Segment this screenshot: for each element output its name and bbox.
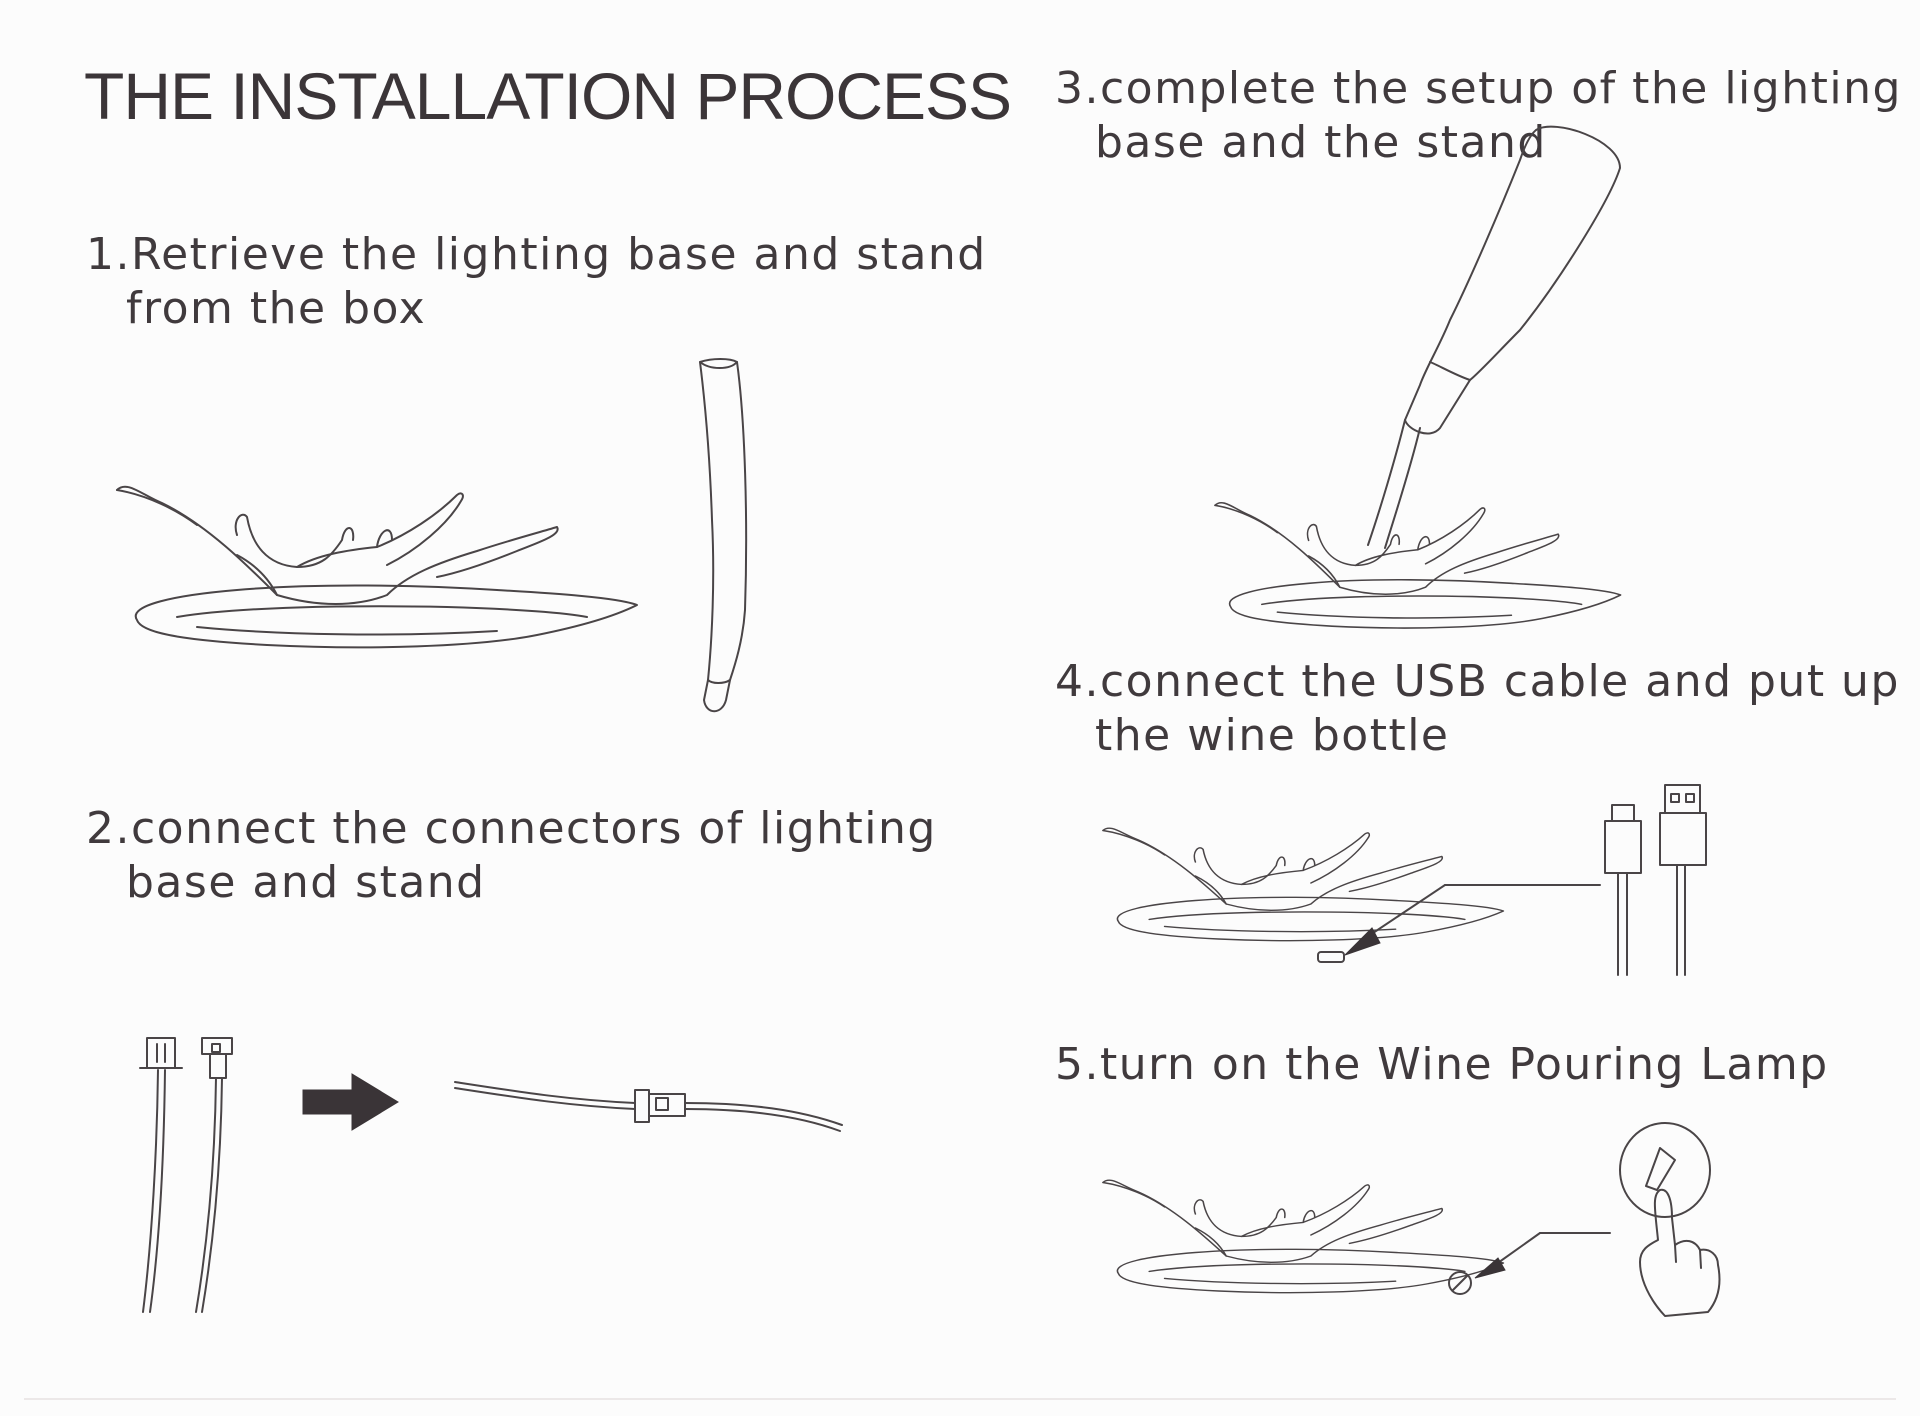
wine-splash-base-icon: [1102, 1179, 1505, 1294]
step-5: 5.turn on the Wine Pouring Lamp: [1055, 1038, 1829, 1092]
step-number: 5.: [1055, 1039, 1100, 1090]
step-4: 4.connect the USB cable and put up the w…: [1055, 655, 1900, 763]
joined-cable-icon: [454, 1081, 843, 1132]
wine-bottle-icon: [1367, 125, 1621, 549]
wine-splash-base-icon: [1214, 501, 1622, 629]
step-number: 4.: [1055, 656, 1100, 707]
step-text: connect the connectors of lighting: [130, 803, 937, 854]
step-1: 1.Retrieve the lighting base and stand f…: [86, 228, 987, 336]
step-2: 2.connect the connectors of lighting bas…: [86, 802, 937, 910]
right-arrow-icon: [302, 1073, 399, 1131]
wine-splash-base-icon: [116, 485, 638, 649]
step-text-continued: base and stand: [126, 857, 486, 908]
pressing-hand-icon: [1448, 1122, 1721, 1317]
step-number: 2.: [86, 803, 131, 854]
step-text-continued: from the box: [126, 283, 427, 334]
wine-splash-base-icon: [1102, 827, 1505, 942]
connector-pair-icon: [139, 1037, 233, 1313]
stand-rod-icon: [699, 358, 748, 713]
step-number: 1.: [86, 229, 131, 280]
step-number: 3.: [1055, 63, 1100, 114]
step-3: 3.complete the setup of the lighting bas…: [1055, 62, 1902, 170]
step-text: connect the USB cable and put up: [1099, 656, 1900, 707]
step-text: turn on the Wine Pouring Lamp: [1099, 1039, 1829, 1090]
usb-cable-icon: [1317, 784, 1707, 976]
page-divider: [24, 1398, 1896, 1400]
step-text: Retrieve the lighting base and stand: [130, 229, 987, 280]
step-text-continued: base and the stand: [1095, 117, 1547, 168]
page-title: THE INSTALLATION PROCESS: [84, 59, 1012, 133]
step-text: complete the setup of the lighting: [1099, 63, 1902, 114]
step-text-continued: the wine bottle: [1095, 710, 1450, 761]
